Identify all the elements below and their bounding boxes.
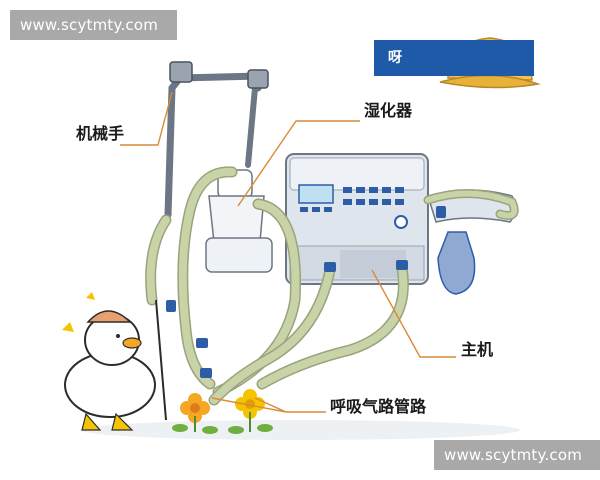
watermark-bottom: www.scytmty.com [434, 440, 600, 470]
arm-joint-top [169, 61, 193, 83]
label-main-unit: 主机 [461, 340, 494, 359]
eye [116, 334, 120, 338]
breathing-tubes [145, 166, 519, 406]
humidifier [205, 169, 273, 273]
sparkle [62, 322, 74, 332]
label-humidifier: 湿化器 [364, 101, 413, 120]
label-breathing-circuit: 呼吸气路管路 [330, 397, 427, 416]
duck-mascot [62, 292, 167, 431]
control-buttons [300, 187, 404, 212]
control-knob [394, 215, 408, 229]
header-banner [374, 40, 534, 76]
arm-joint-right [247, 69, 269, 89]
banner-text: 呀 [388, 50, 402, 66]
watermark-top: www.scytmty.com [10, 10, 177, 40]
display-screen [298, 184, 334, 204]
tube-connectors [166, 206, 446, 378]
knit-hat [86, 310, 132, 323]
breathing-bag [427, 189, 517, 295]
leader-lines [120, 91, 456, 413]
label-robotic-arm: 机械手 [76, 124, 125, 143]
beak [122, 337, 142, 349]
floor-shadow [80, 420, 520, 440]
robotic-arm [164, 61, 269, 219]
sparkle [86, 292, 95, 300]
